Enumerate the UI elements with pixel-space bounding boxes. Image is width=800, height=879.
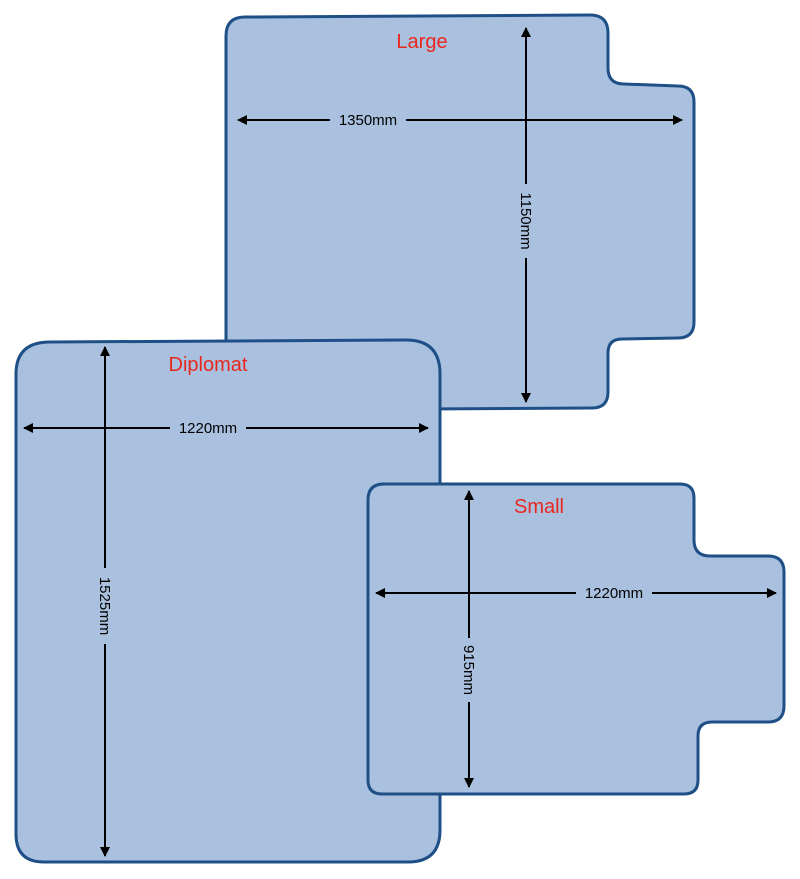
large-mat: Large 1350mm 1150mm (224, 13, 696, 412)
small-mat-title: Small (514, 496, 564, 518)
diplomat-length-label: 1525mm (96, 577, 113, 635)
large-width-label: 1350mm (339, 112, 397, 129)
diplomat-mat: Diplomat 1220mm 1525mm (14, 338, 442, 864)
small-length-label: 915mm (460, 645, 477, 695)
diplomat-mat-title: Diplomat (169, 354, 248, 376)
large-mat-title: Large (396, 31, 447, 53)
diplomat-mat-shape (14, 338, 442, 864)
diplomat-width-label: 1220mm (179, 420, 237, 437)
small-width-label: 1220mm (585, 585, 643, 602)
small-mat-shape (366, 482, 786, 796)
large-length-label: 1150mm (517, 192, 534, 249)
small-mat: Small 1220mm 915mm (366, 482, 786, 796)
